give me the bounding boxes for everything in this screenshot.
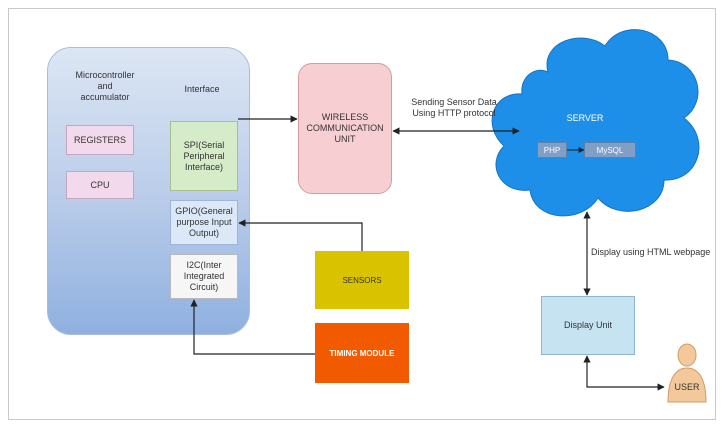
- cpu-box: CPU: [66, 171, 134, 199]
- registers-box: REGISTERS: [66, 125, 134, 155]
- sensors-box: SENSORS: [315, 251, 409, 309]
- display-user-arrow: [583, 355, 665, 391]
- display-html-label: Display using HTML webpage: [591, 247, 711, 257]
- user-icon: [667, 343, 707, 403]
- mysql-box: MySQL: [584, 142, 636, 158]
- timing-to-i2c-arrow: [190, 299, 315, 355]
- spi-box: SPI(Serial Peripheral Interface): [170, 121, 238, 191]
- timing-module-box: TIMING MODULE: [315, 323, 409, 383]
- wireless-communication-unit: WIRELESS COMMUNICATION UNIT: [298, 63, 392, 194]
- interface-title: Interface: [184, 84, 220, 94]
- sending-data-label: Sending Sensor Data Using HTTP protocol: [411, 97, 497, 118]
- i2c-box: I2C(Inter Integrated Circuit): [170, 254, 238, 299]
- php-box: PHP: [537, 142, 567, 158]
- user-label: USER: [674, 382, 700, 392]
- gpio-box: GPIO(General purpose Input Output): [170, 200, 238, 245]
- server-label: SERVER: [566, 113, 604, 123]
- microcontroller-title: Microcontroller and accumulator: [75, 70, 135, 102]
- display-unit-box: Display Unit: [541, 296, 635, 355]
- sensors-to-gpio-arrow: [238, 219, 363, 251]
